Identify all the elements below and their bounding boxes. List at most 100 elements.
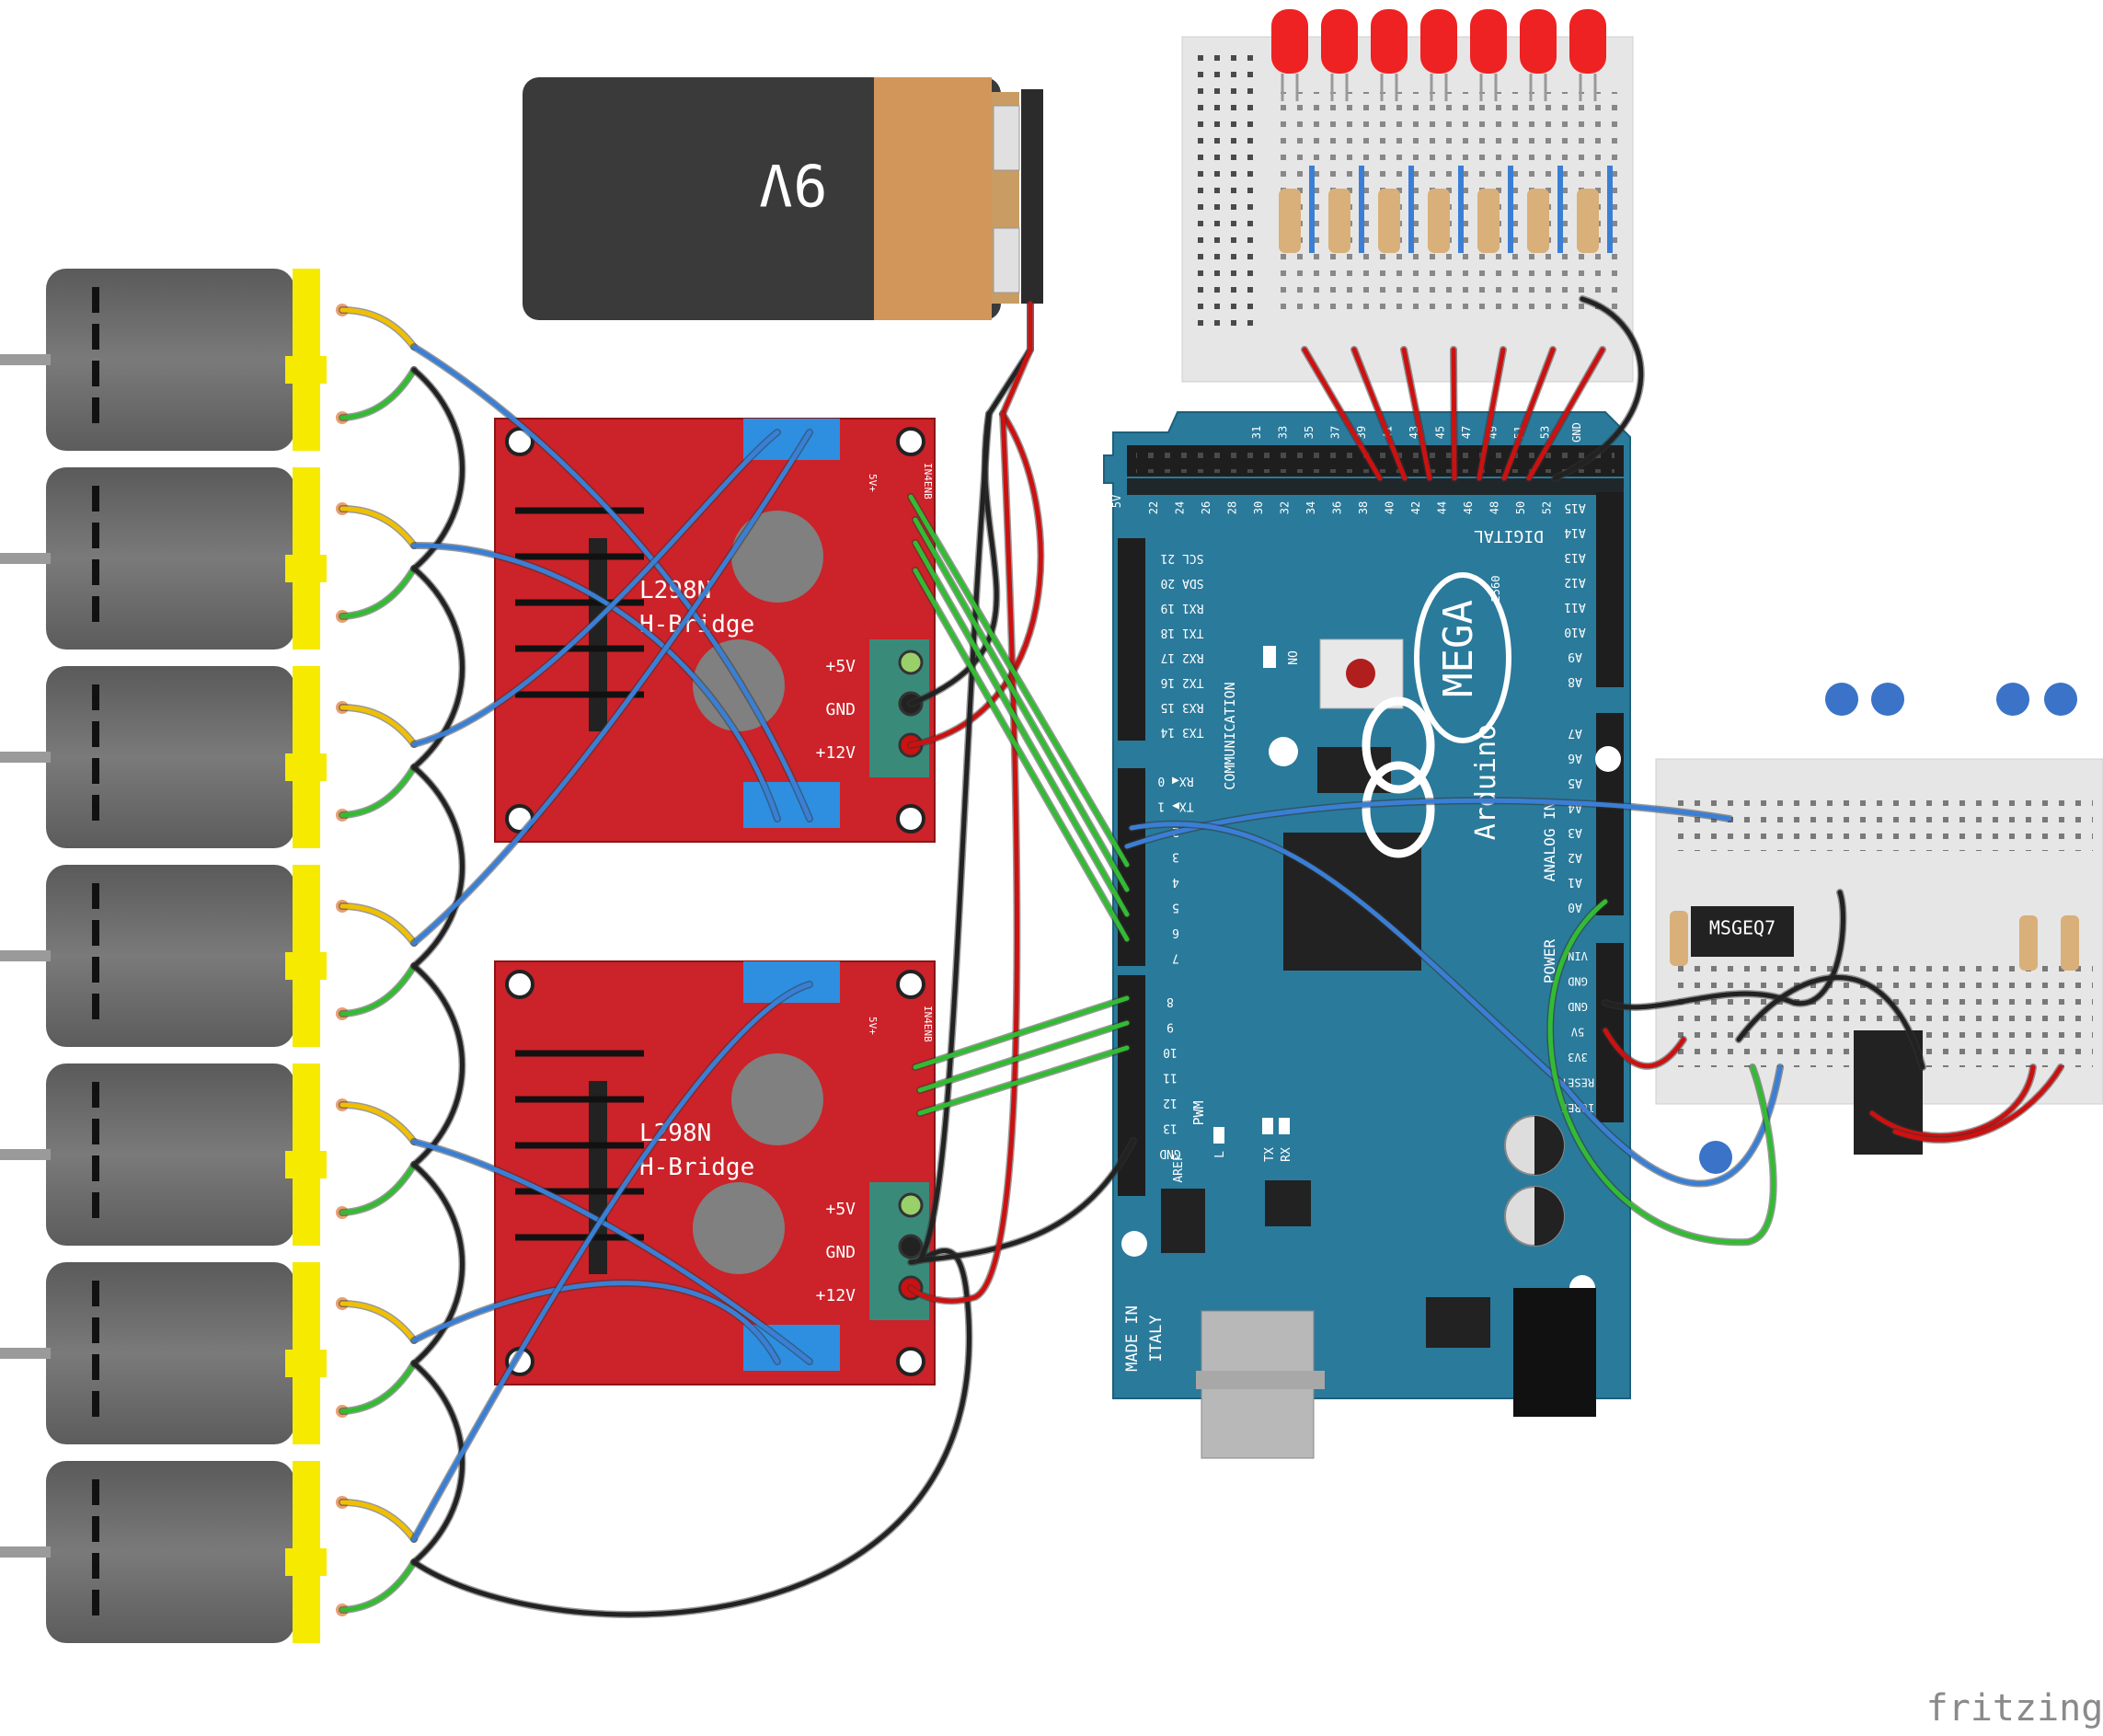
motor-body: [46, 1063, 294, 1246]
led: [1520, 9, 1557, 74]
arduino-pin-label: 48: [1488, 501, 1501, 514]
led: [1321, 9, 1358, 74]
led-wire: [1477, 347, 1506, 481]
resistor: [1577, 189, 1599, 253]
motor-endcap-tab: [285, 555, 327, 582]
led: [1420, 9, 1457, 74]
motor-body: [46, 269, 294, 451]
arduino-pin-label: 12: [1163, 1096, 1178, 1109]
heatsink-chip: [589, 538, 607, 731]
arduino-pin-label: 46: [1462, 501, 1475, 514]
arduino-pin-label: RX3 15: [1161, 700, 1204, 714]
hbridge-pcb: [494, 418, 936, 843]
arduino-pin-label: 3V3: [1568, 1051, 1588, 1063]
msgeq7-wire: [1892, 1064, 2063, 1143]
arduino-mega: MEGA2560ArduinoDIGITALCOMMUNICATIONANALO…: [1103, 411, 1631, 1459]
terminal-block: [743, 782, 840, 828]
arduino-pin-label: 11: [1163, 1071, 1178, 1085]
motor-wire: [411, 1139, 812, 1364]
hbridge-terminal-label: GND: [825, 700, 856, 719]
led: [1569, 9, 1606, 74]
motor-body: [46, 467, 294, 650]
motor-lead-green: [339, 367, 417, 420]
arduino-gnd-top-label: GND: [1570, 422, 1583, 443]
terminal-screw: [898, 1234, 924, 1259]
motor-ground-chain: [411, 1162, 465, 1366]
arduino-pin-label: 44: [1436, 501, 1449, 514]
signal-wire: [908, 494, 1130, 868]
motor-lead-green: [339, 1162, 417, 1215]
msgeq7-wire: [1603, 890, 1845, 1010]
arduino-analog-label: ANALOG IN: [1541, 802, 1558, 882]
capacitor: [731, 1053, 823, 1145]
arduino-pin-label: GND: [1159, 1146, 1181, 1160]
arduino-pin-label: 31: [1250, 426, 1263, 439]
mount-hole: [896, 970, 925, 999]
motor-body: [46, 1262, 294, 1444]
motor-lead-green: [339, 1559, 417, 1613]
arduino-pin-label: A7: [1568, 726, 1582, 740]
resistor: [1428, 189, 1450, 253]
motor-shaft: [0, 950, 51, 961]
arduino-pin-label: RX1 19: [1161, 601, 1204, 615]
arduino-pin-label: A14: [1564, 525, 1586, 539]
arduino-model-label: MEGA: [1435, 600, 1482, 697]
terminal-block: [743, 961, 840, 1003]
arduino-pin-label: 9: [1166, 1020, 1174, 1034]
arduino-brand-label: Arduino: [1470, 724, 1502, 840]
arduino-pin-label: A5: [1568, 776, 1582, 789]
motor-body: [46, 1461, 294, 1643]
signal-wire: [917, 1020, 1130, 1093]
resistor: [1527, 189, 1549, 253]
motor-wire: [411, 1281, 780, 1364]
motor-shaft: [0, 1348, 51, 1359]
hbridge-pins-label: IN4ENB: [922, 1006, 934, 1042]
resistor: [1477, 189, 1500, 253]
signal-wire: [913, 995, 1130, 1070]
arduino-pin-label: TX▶ 1: [1157, 799, 1193, 813]
arduino-pin-label: GND: [1568, 1000, 1588, 1013]
motor-ground-chain: [411, 1361, 465, 1565]
arduino-pin-label: 36: [1331, 501, 1344, 514]
arduino-pin-label: A6: [1568, 751, 1582, 765]
arduino-pin-label: 7: [1172, 951, 1179, 965]
arduino-comm-label: COMMUNICATION: [1222, 682, 1238, 789]
arduino-pin-label: 53: [1539, 426, 1552, 439]
motor-shaft: [0, 553, 51, 564]
hbridge-name-label: H-Bridge: [639, 1154, 754, 1181]
arduino-pin-label: 40: [1384, 501, 1396, 514]
arduino-pin-label: 13: [1163, 1121, 1178, 1135]
hbridge-header-label: 5V+: [867, 1017, 879, 1035]
motor-wire: [411, 344, 812, 822]
terminal-screw: [898, 650, 924, 675]
arduino-pin-label: VIN: [1568, 949, 1588, 962]
ground-wire: [915, 411, 1136, 1263]
led: [1271, 9, 1308, 74]
arduino-pin-label: A8: [1568, 674, 1582, 688]
arduino-5v-top-label: 5V: [1110, 495, 1123, 508]
hbridge-boards: L298NH-Bridge+5VGND+12V5V+IN4ENBL298NH-B…: [494, 418, 936, 1385]
arduino-pin-label: 8: [1166, 994, 1174, 1008]
arduino-pin-label: 34: [1304, 501, 1317, 514]
motor-lead-green-shadow: [339, 1360, 418, 1415]
led: [1470, 9, 1507, 74]
ground-wire-shadow: [913, 410, 1137, 1265]
msgeq7-wire: [1603, 1028, 1686, 1069]
motor-body: [46, 865, 294, 1047]
mount-hole: [896, 1347, 925, 1376]
motor-lead-green-shadow: [339, 565, 418, 620]
led: [1371, 9, 1408, 74]
motor-lead-yellow: [339, 705, 417, 747]
arduino-pin-label: A15: [1564, 500, 1585, 514]
motor-column: [0, 269, 349, 1643]
arduino-pin-label: 42: [1409, 501, 1422, 514]
msgeq7-wire: [1736, 975, 1925, 1070]
motor-lead-green: [339, 963, 417, 1017]
motor-shaft: [0, 1546, 51, 1558]
capacitor: [693, 1182, 785, 1274]
battery-label: 9V: [759, 151, 828, 218]
motor-endcap-tab: [285, 753, 327, 781]
motor-lead-green: [339, 566, 417, 619]
arduino-pin-label: A9: [1568, 650, 1582, 663]
arduino-l-label: L: [1213, 1151, 1227, 1158]
